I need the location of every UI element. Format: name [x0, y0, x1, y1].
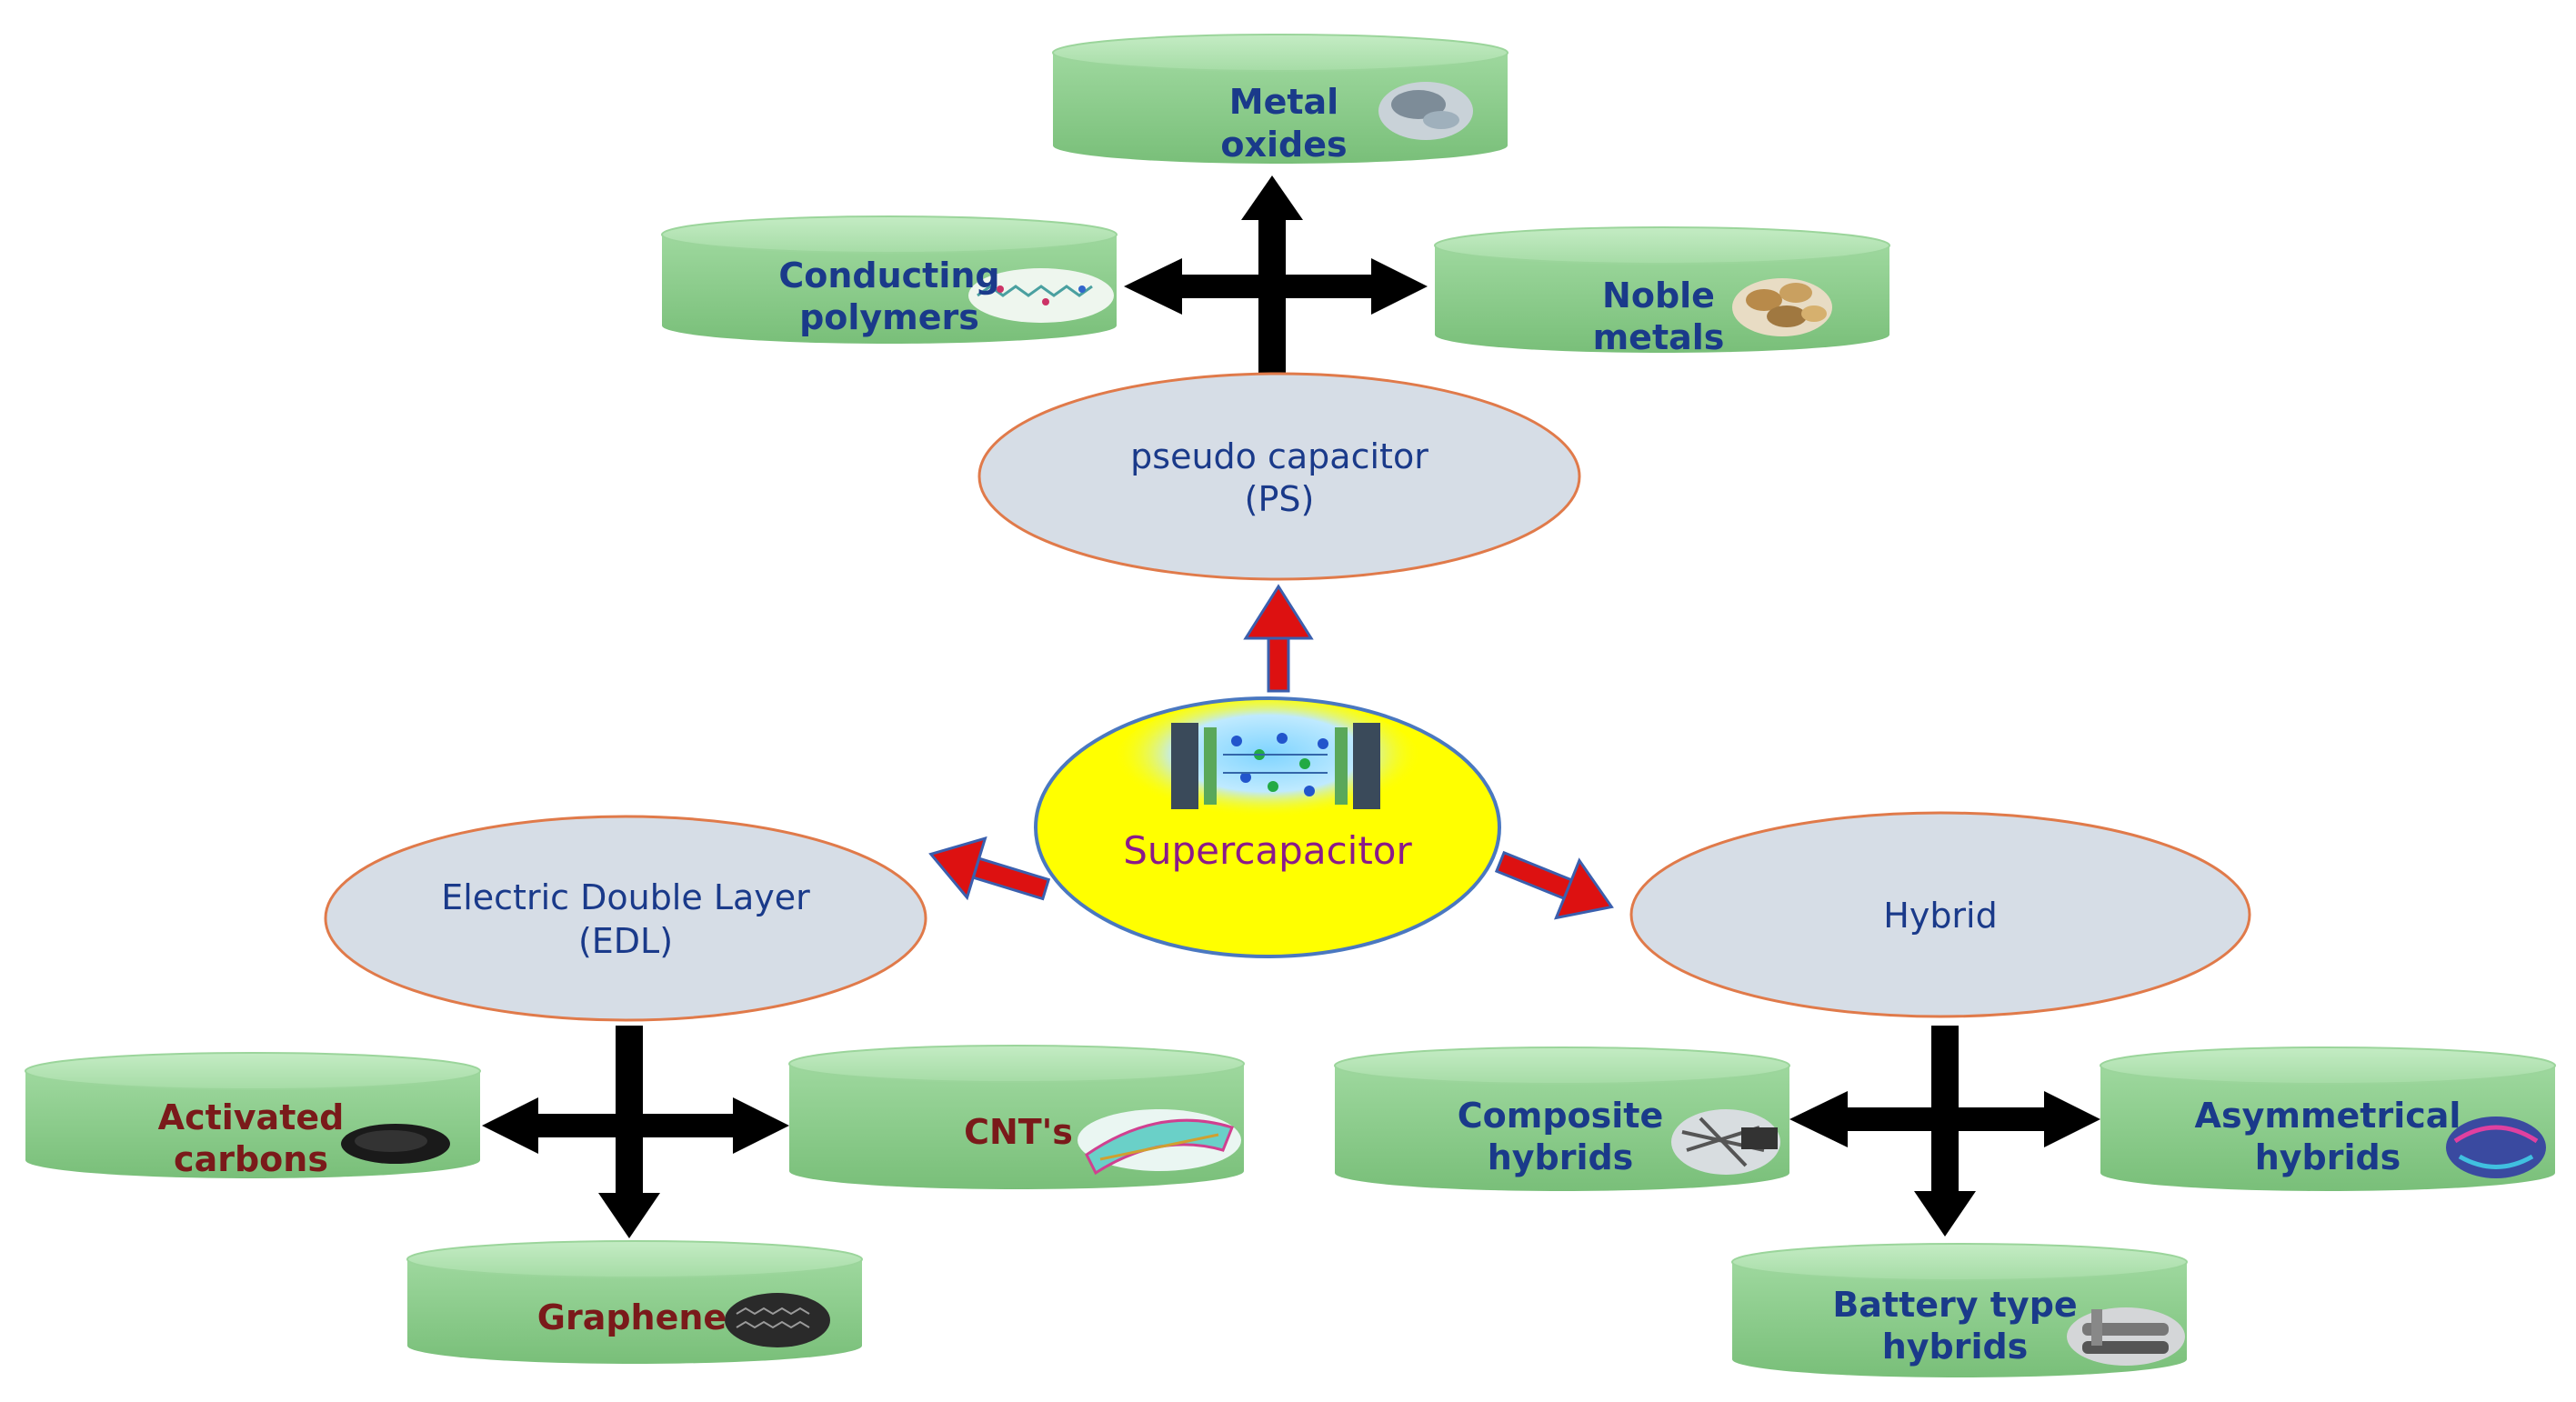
battery-type-arrow-head [1914, 1191, 1976, 1237]
noble-metals-node: Noble metals [1434, 226, 1890, 357]
metal-oxides-node: Metal oxides [1052, 34, 1509, 165]
graphene-arrow-head [598, 1193, 660, 1238]
red-arrows [928, 584, 1614, 920]
edl-node: Electric Double Layer (EDL) [324, 815, 927, 1022]
edl-connectors [482, 1026, 789, 1238]
cnts-arrow-head [733, 1097, 789, 1154]
battery-type-hybrids-label-line2: hybrids [1882, 1327, 2029, 1367]
red-arrow-left [928, 836, 1051, 901]
battery-type-hybrids-node: Battery type hybrids [1731, 1243, 2188, 1377]
activated-carbons-label-line1: Activated [158, 1097, 345, 1137]
metal-oxides-arrow-head [1241, 175, 1303, 220]
cnts-image [1078, 1109, 1241, 1176]
activated-carbons-arrow-head [482, 1097, 538, 1154]
edl-label-line2: (EDL) [578, 921, 673, 961]
supercapacitor-label: Supercapacitor [1123, 828, 1412, 873]
supercapacitor-node: Supercapacitor [1034, 696, 1501, 958]
battery-type-hybrids-label-line1: Battery type [1832, 1285, 2077, 1325]
asymmetrical-hybrids-arrow-head [2044, 1091, 2100, 1147]
activated-carbons-label-line2: carbons [174, 1139, 328, 1179]
metal-oxides-label-line2: oxides [1220, 125, 1347, 165]
pseudo-stem [1258, 289, 1286, 380]
asymmetrical-hybrids-label-line1: Asymmetrical [2195, 1096, 2461, 1136]
edl-stem [616, 1026, 643, 1198]
composite-hybrids-label-line2: hybrids [1488, 1137, 1634, 1177]
edl-horizontal-shaft [536, 1114, 755, 1137]
graphene-node: Graphene [406, 1240, 863, 1364]
pseudo-label-line2: (PS) [1245, 479, 1315, 519]
supercapacitor-schematic-image [1171, 723, 1380, 809]
hybrid-horizontal-shaft [1846, 1107, 2064, 1131]
pseudo-capacitor-node: pseudo capacitor (PS) [977, 372, 1581, 581]
composite-hybrids-label-line1: Composite [1458, 1096, 1663, 1136]
asymmetrical-hybrids-node: Asymmetrical hybrids [2100, 1046, 2556, 1191]
pseudo-label-line1: pseudo capacitor [1130, 436, 1428, 476]
conducting-polymers-image [968, 268, 1114, 323]
hybrid-connectors [1789, 1026, 2100, 1237]
edl-label-line1: Electric Double Layer [441, 877, 810, 917]
battery-type-hybrids-image [2067, 1307, 2185, 1366]
activated-carbons-image [341, 1124, 450, 1164]
cnts-label: CNT's [964, 1112, 1073, 1152]
pseudo-connectors [1124, 175, 1428, 380]
asymmetrical-hybrids-image [2446, 1117, 2546, 1178]
cnts-node: CNT's [788, 1045, 1245, 1189]
graphene-image [725, 1293, 830, 1347]
hybrid-node: Hybrid [1629, 811, 2251, 1018]
conducting-polymers-arrow-head [1124, 258, 1182, 315]
activated-carbons-node: Activated carbons [25, 1052, 481, 1179]
metal-oxides-image [1378, 82, 1473, 140]
composite-hybrids-image [1671, 1109, 1780, 1175]
noble-metals-label-line1: Noble [1602, 275, 1715, 315]
conducting-polymers-label-line2: polymers [799, 297, 979, 337]
conducting-polymers-label-line1: Conducting [778, 255, 999, 295]
pseudo-horizontal-shaft [1182, 275, 1391, 298]
noble-metals-arrow-head [1371, 258, 1428, 315]
composite-hybrids-node: Composite hybrids [1334, 1046, 1790, 1191]
metal-oxides-label-line1: Metal [1229, 82, 1338, 122]
red-arrow-right [1494, 850, 1614, 920]
noble-metals-label-line2: metals [1593, 317, 1725, 357]
red-arrow-up [1243, 584, 1314, 693]
noble-metals-image [1732, 278, 1832, 336]
hybrid-label: Hybrid [1883, 896, 1998, 936]
composite-hybrids-arrow-head [1789, 1091, 1848, 1147]
graphene-label: Graphene [537, 1297, 727, 1337]
conducting-polymers-node: Conducting polymers [661, 215, 1118, 344]
asymmetrical-hybrids-label-line2: hybrids [2255, 1137, 2401, 1177]
